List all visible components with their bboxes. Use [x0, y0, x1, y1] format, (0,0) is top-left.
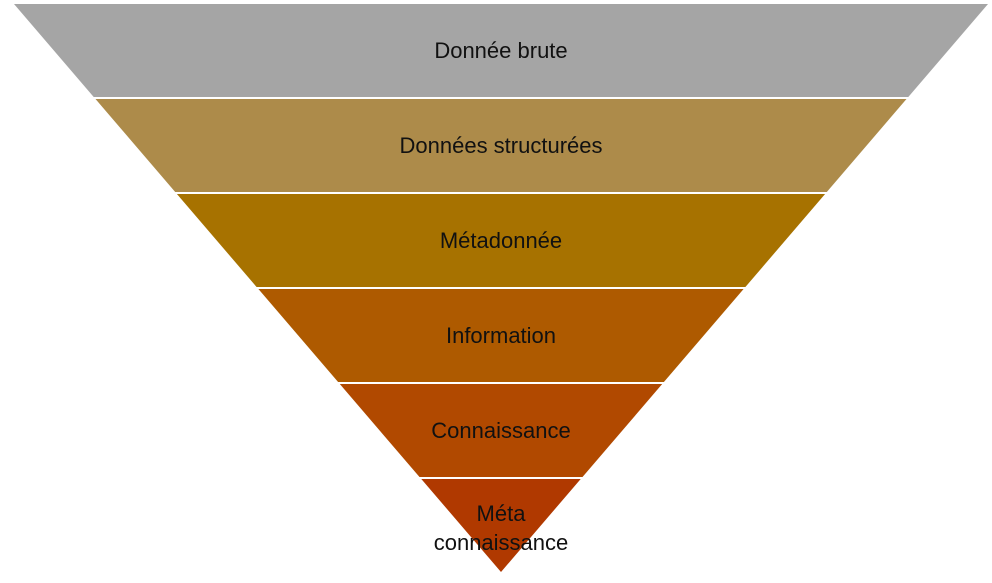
pyramid-label-raw-data: Donnée brute [434, 38, 567, 63]
pyramid-label-structured-data: Données structurées [400, 133, 603, 158]
pyramid-level-metadata [176, 194, 826, 287]
pyramid-level-information [258, 289, 744, 382]
pyramid-level-structured-data [95, 99, 907, 192]
pyramid-level-raw-data [14, 4, 988, 97]
pyramid-label-knowledge: Connaissance [431, 418, 570, 443]
pyramid-label-line1: Méta [477, 501, 527, 526]
pyramid-label-meta-knowledge: Méta connaissance [434, 501, 569, 555]
pyramid-level-meta-knowledge [421, 479, 581, 572]
pyramid-label-metadata: Métadonnée [440, 228, 562, 253]
pyramid-label-line2: connaissance [434, 530, 569, 555]
pyramid-label-information: Information [446, 323, 556, 348]
pyramid-level-knowledge [339, 384, 663, 477]
